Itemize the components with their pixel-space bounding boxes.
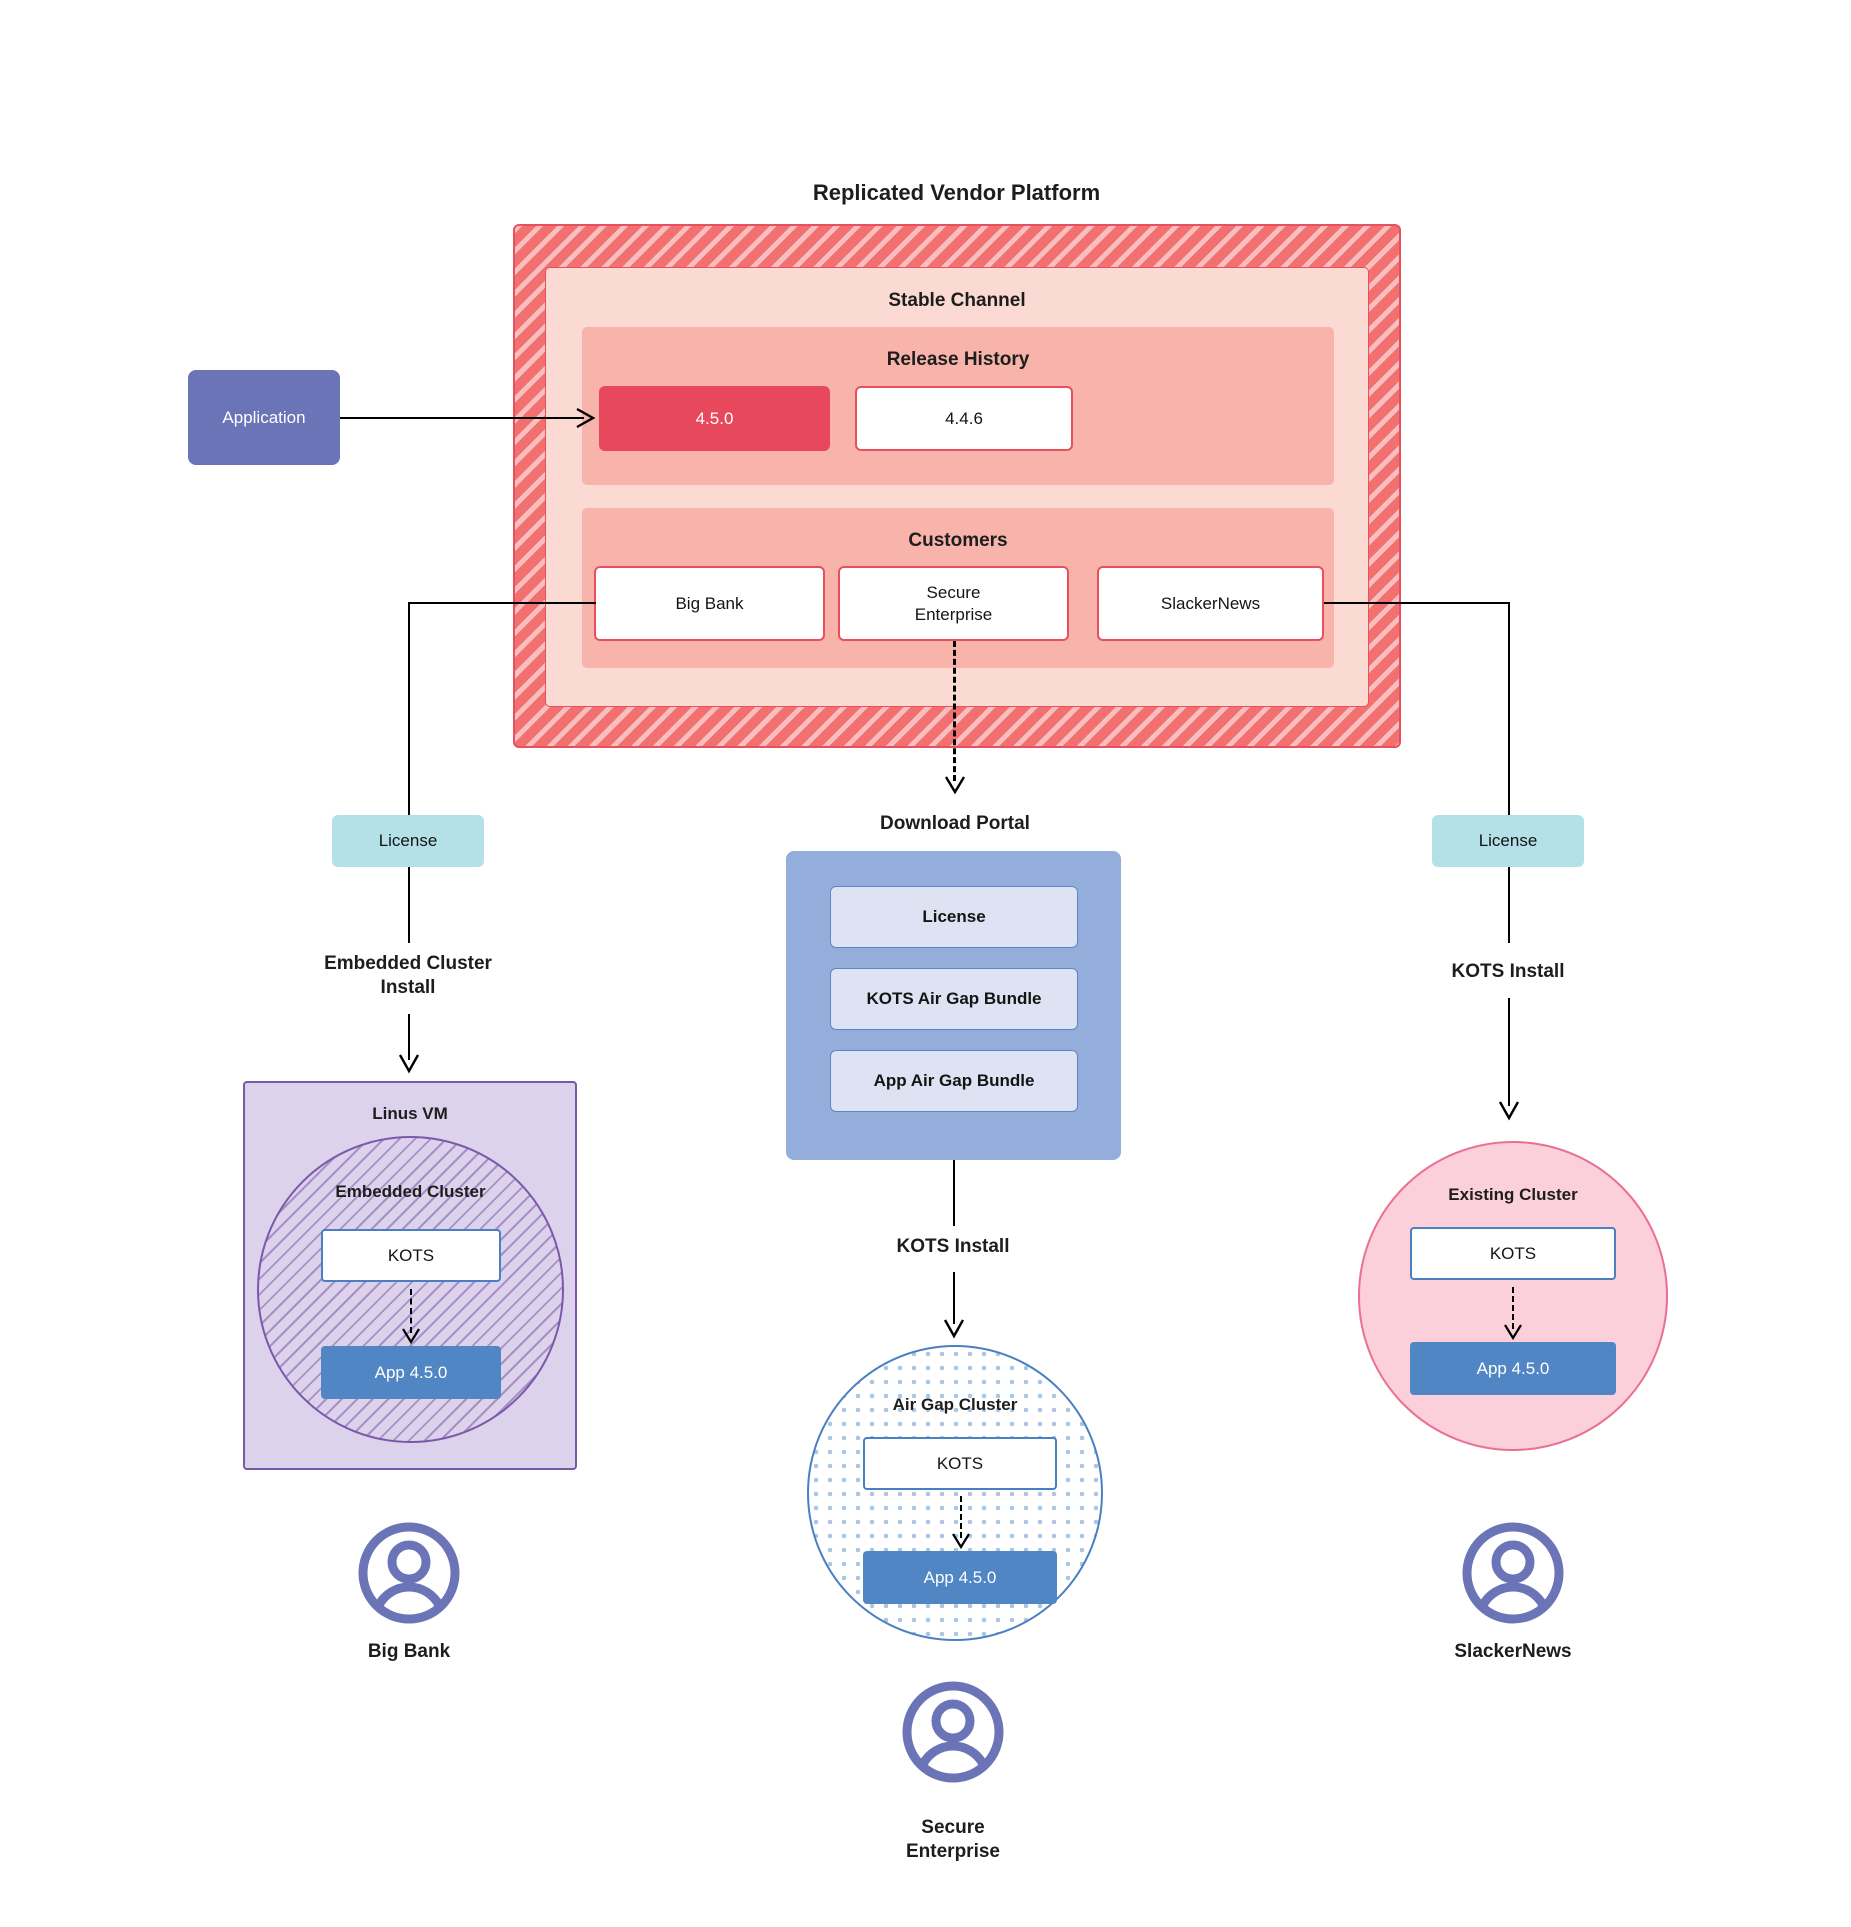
app-version-box-left[interactable]: App 4.5.0 [321, 1346, 501, 1399]
download-portal-title: Download Portal [880, 812, 1030, 834]
arrowhead-to-download-portal [944, 776, 966, 795]
arrowhead-kots-to-app-left [402, 1328, 420, 1345]
arrowhead-kots-to-app-center [952, 1533, 970, 1550]
connector-secure-enterprise-dashed [953, 641, 956, 781]
connector-bigbank-horizontal [408, 602, 596, 604]
install-label-center: KOTS Install [896, 1235, 1010, 1257]
portal-item-license[interactable]: License [830, 886, 1078, 948]
connector-kots-to-app-right [1512, 1287, 1514, 1329]
kots-box-center[interactable]: KOTS [863, 1437, 1057, 1490]
license-chip-left[interactable]: License [332, 815, 484, 867]
user-avatar-icon-big-bank [358, 1522, 460, 1624]
customer-label-big-bank: Big Bank [367, 1640, 451, 1662]
arrowhead-application-to-release [576, 407, 596, 429]
app-version-box-center[interactable]: App 4.5.0 [863, 1551, 1057, 1604]
customer-label-secure-enterprise: Secure Enterprise [906, 1816, 1000, 1862]
connector-slackernews-horizontal [1324, 602, 1510, 604]
connector-bigbank-vertical-top [408, 602, 410, 815]
install-label-right: KOTS Install [1451, 960, 1565, 982]
app-version-box-right[interactable]: App 4.5.0 [1410, 1342, 1616, 1395]
page-title: Replicated Vendor Platform [812, 179, 1101, 205]
arrowhead-to-existing-cluster [1498, 1101, 1520, 1121]
linus-vm-label: Linus VM [372, 1104, 448, 1124]
customer-card-secure-enterprise[interactable]: Secure Enterprise [838, 566, 1069, 641]
customer-card-big-bank[interactable]: Big Bank [594, 566, 825, 641]
kots-box-right[interactable]: KOTS [1410, 1227, 1616, 1280]
portal-item-kots-air-gap-bundle[interactable]: KOTS Air Gap Bundle [830, 968, 1078, 1030]
connector-bigbank-vertical-mid [408, 867, 410, 943]
install-label-left: Embedded Cluster Install [324, 952, 492, 998]
existing-cluster-label: Existing Cluster [1448, 1185, 1578, 1205]
portal-item-app-air-gap-bundle[interactable]: App Air Gap Bundle [830, 1050, 1078, 1112]
connector-slackernews-vertical-mid [1508, 867, 1510, 943]
kots-box-left[interactable]: KOTS [321, 1229, 501, 1282]
customer-card-slackernews[interactable]: SlackerNews [1097, 566, 1324, 641]
release-card-current[interactable]: 4.5.0 [599, 386, 830, 451]
arrowhead-to-air-gap-cluster [943, 1319, 965, 1339]
stable-channel-title: Stable Channel [888, 289, 1026, 311]
air-gap-cluster-label: Air Gap Cluster [892, 1395, 1018, 1415]
release-card-previous[interactable]: 4.4.6 [855, 386, 1073, 451]
arrowhead-to-linus-vm [398, 1054, 420, 1074]
customer-label-slackernews: SlackerNews [1454, 1640, 1572, 1662]
release-history-title: Release History [886, 348, 1030, 370]
connector-portal-vertical-bottom [953, 1272, 955, 1324]
connector-application-to-release [340, 417, 584, 419]
connector-portal-vertical-top [953, 1160, 955, 1226]
license-chip-right[interactable]: License [1432, 815, 1584, 867]
connector-bigbank-vertical-bottom [408, 1014, 410, 1060]
arrowhead-kots-to-app-right [1504, 1324, 1522, 1341]
application-node[interactable]: Application [188, 370, 340, 465]
user-avatar-icon-secure-enterprise [902, 1681, 1004, 1783]
connector-slackernews-vertical-bottom [1508, 998, 1510, 1106]
connector-kots-to-app-left [410, 1289, 412, 1333]
embedded-cluster-label: Embedded Cluster [335, 1182, 486, 1202]
customers-title: Customers [908, 529, 1008, 551]
connector-slackernews-vertical-top [1508, 602, 1510, 815]
connector-kots-to-app-center [960, 1496, 962, 1538]
user-avatar-icon-slackernews [1462, 1522, 1564, 1624]
